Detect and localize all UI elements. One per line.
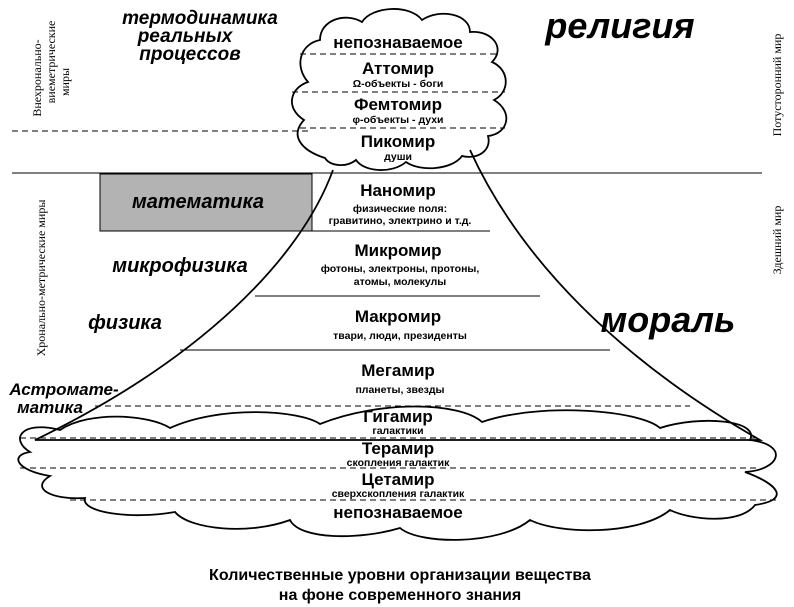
caption-line-1: Количественные уровни организации вещест… (209, 567, 591, 584)
physics-label: физика (88, 312, 162, 334)
astro-label-1: Астромате- (8, 380, 119, 399)
pyramid-outline (34, 149, 764, 441)
thermo-label-2: реальных (137, 26, 234, 47)
mikromir-desc-2: атомы, молекулы (354, 276, 446, 288)
astro-label-2: матика (17, 398, 83, 417)
nanomir-name: Наномир (360, 181, 436, 200)
tsetamir-name: Цетамир (361, 470, 434, 489)
pikomir-desc: души (384, 151, 412, 163)
math-label: математика (132, 191, 264, 213)
makromir-desc: твари, люди, президенты (333, 330, 467, 342)
top-cloud (291, 8, 508, 171)
attomir-desc: Ω-объекты - боги (353, 78, 444, 90)
gigamir-name: Гигамир (363, 407, 433, 426)
nanomir-desc-1: физические поля: (353, 203, 447, 215)
extrachronal-label-2: виеметрические (44, 21, 58, 104)
bottom-unknown-label: непознаваемое (333, 503, 462, 522)
caption-line-2: на фоне современного знания (279, 587, 521, 604)
femtomir-name: Фемтомир (354, 95, 442, 114)
extrachronal-label-3: миры (58, 68, 72, 96)
teramir-name: Терамир (362, 439, 434, 458)
religion-label: религия (544, 5, 694, 46)
megamir-name: Мегамир (361, 361, 435, 380)
megamir-desc: планеты, звезды (355, 384, 444, 396)
top-unknown-label: непознаваемое (333, 33, 462, 52)
thisworld-label: Здешний мир (770, 206, 784, 275)
tsetamir-desc: сверхскопления галактик (332, 488, 465, 500)
attomir-name: Аттомир (362, 59, 434, 78)
gigamir-desc: галактики (372, 425, 423, 437)
femtomir-desc: φ-объекты - духи (352, 114, 443, 126)
makromir-name: Макромир (355, 307, 441, 326)
mikromir-desc-1: фотоны, электроны, протоны, (321, 263, 480, 275)
nanomir-desc-2: гравитино, электрино и т.д. (329, 215, 472, 227)
chronometric-label: Хронально-метрические миры (34, 200, 48, 357)
extrachronal-label-1: Внехронально- (30, 39, 44, 116)
microphysics-label: микрофизика (112, 255, 247, 277)
pikomir-name: Пикомир (361, 132, 436, 151)
teramir-desc: скопления галактик (347, 457, 450, 469)
thermo-label-1: термодинамика (122, 8, 278, 29)
math-box (99, 173, 313, 232)
mikromir-name: Микромир (354, 241, 441, 260)
bottom-cloud (17, 405, 778, 541)
morality-label: мораль (601, 299, 736, 340)
thermo-label-3: процессов (139, 44, 240, 65)
otherworld-label: Потусторонний мир (770, 34, 784, 137)
